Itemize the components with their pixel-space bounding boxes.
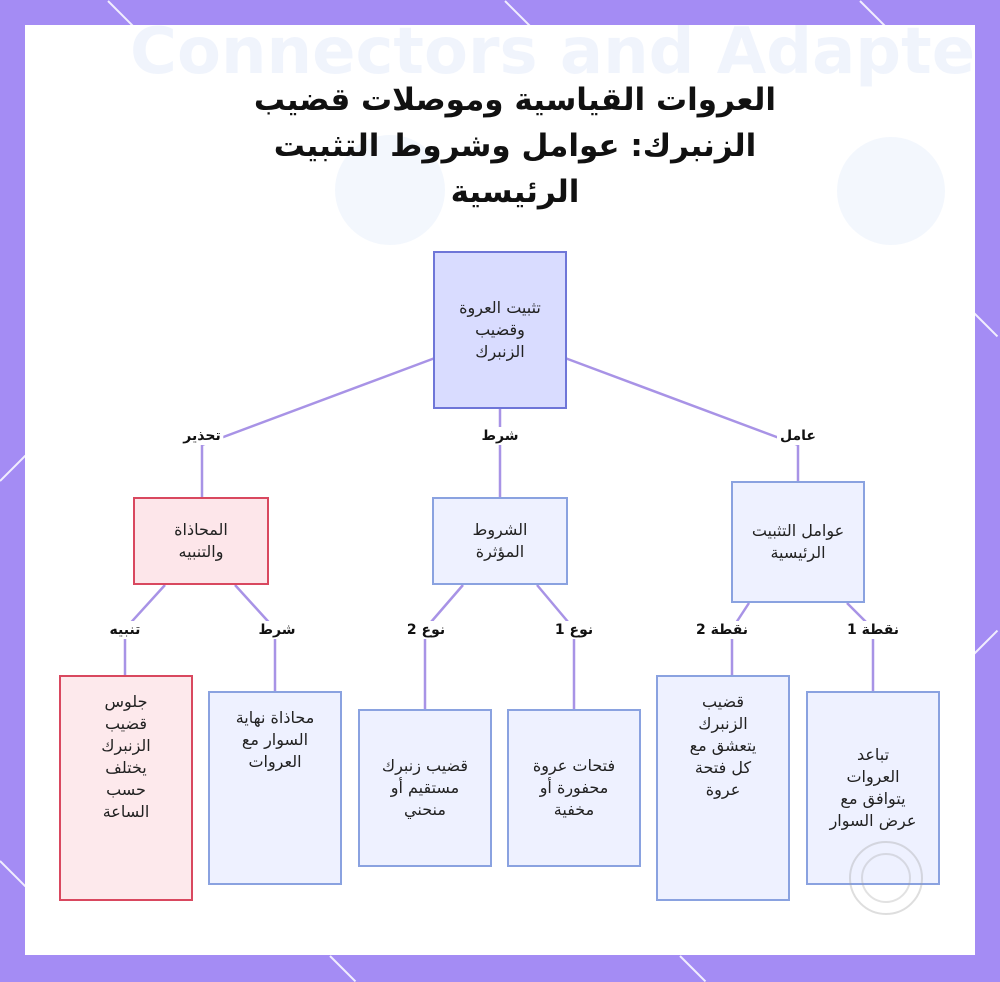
edge-factors-engage (730, 602, 751, 675)
node-conditions: الشروط المؤثرة (432, 497, 568, 585)
node-warning-label: المحاذاة والتنبيه (174, 520, 228, 561)
diagram-title: العروات القياسية وموصلات قضيب الزنبرك: ع… (253, 82, 777, 210)
diagram-panel: Connectors and Adapters العروات القياسية… (25, 25, 975, 955)
frame-decoration (971, 629, 999, 657)
edge-factors-spacing (846, 602, 875, 691)
frame-decoration (504, 0, 532, 28)
node-leaf-holes: فتحات عروة محفورة أو مخفية (507, 709, 641, 867)
frame-decoration (859, 0, 887, 28)
edge-root-factors (564, 356, 800, 481)
node-leaf-watch-label: جلوس قضيب الزنبرك يختلف حسب الساعة (101, 692, 151, 821)
node-leaf-bar: قضيب زنبرك مستقيم أو منحني (358, 709, 492, 867)
frame-decoration (107, 0, 135, 28)
node-warning: المحاذاة والتنبيه (133, 497, 269, 585)
edge-label-to-warning: تحذير (180, 427, 224, 445)
frame-decoration (0, 454, 27, 482)
background-circle (837, 137, 945, 245)
node-leaf-holes-label: فتحات عروة محفورة أو مخفية (532, 756, 616, 819)
edge-label-point2: نقطة 2 (692, 621, 752, 639)
edge-label-to-factors: عامل (777, 427, 819, 445)
node-leaf-align-label: محاذاة نهاية السوار مع العروات (235, 708, 315, 771)
frame-decoration (329, 955, 357, 982)
edge-label-type2: نوع 2 (403, 621, 449, 639)
node-root: تثبيت العروة وقضيب الزنبرك (433, 251, 567, 409)
frame-decoration (0, 860, 27, 888)
edge-conditions-holes (536, 584, 576, 709)
node-leaf-spacing-label: تباعد العروات يتوافق مع عرض السوار (829, 745, 917, 830)
edge-label-warn-cond: شرط (255, 621, 299, 639)
frame-decoration (679, 955, 707, 982)
node-leaf-engage-label: قضيب الزنبرك يتعشق مع كل فتحة عروة (689, 692, 757, 799)
node-factors-label: عوامل التثبيت الرئيسية (751, 521, 845, 562)
background-circle (335, 135, 445, 245)
watermark-seal-icon (849, 841, 923, 915)
edge-root-warning (200, 356, 436, 497)
node-root-label: تثبيت العروة وقضيب الزنبرك (459, 298, 541, 361)
frame-decoration (971, 310, 999, 338)
node-leaf-align: محاذاة نهاية السوار مع العروات (208, 691, 342, 885)
node-leaf-watch: جلوس قضيب الزنبرك يختلف حسب الساعة (59, 675, 193, 901)
node-leaf-bar-label: قضيب زنبرك مستقيم أو منحني (381, 756, 469, 819)
node-conditions-label: الشروط المؤثرة (472, 520, 528, 561)
edge-label-point1: نقطة 1 (843, 621, 903, 639)
background-watermark: Connectors and Adapters (130, 25, 975, 89)
node-factors: عوامل التثبيت الرئيسية (731, 481, 865, 603)
edge-label-to-conditions: شرط (478, 427, 522, 445)
node-leaf-engage: قضيب الزنبرك يتعشق مع كل فتحة عروة (656, 675, 790, 901)
edge-label-type1: نوع 1 (551, 621, 597, 639)
edge-label-warn-alert: تنبيه (106, 621, 144, 639)
edge-conditions-bar (423, 584, 464, 709)
